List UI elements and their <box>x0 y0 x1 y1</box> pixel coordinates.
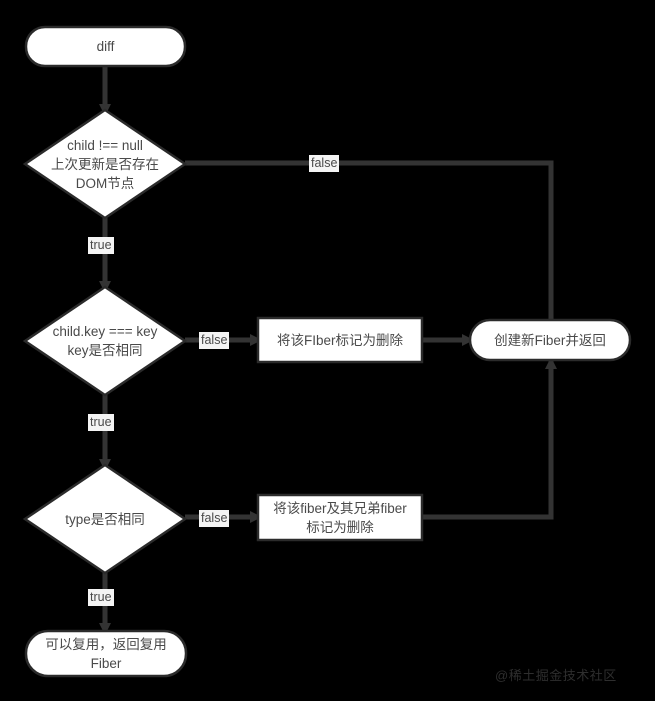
arrowhead-to-create-fiber-left <box>462 334 474 346</box>
node-shape-mark-sibling <box>256 493 424 542</box>
node-shape-check-key <box>22 285 188 397</box>
node-shape-mark-delete <box>256 316 424 364</box>
arrowhead-to-reuse <box>99 623 111 635</box>
edge-label-check-key-true: true <box>88 414 114 431</box>
watermark: @稀土掘金技术社区 <box>495 668 617 683</box>
node-shape-layer <box>22 25 632 678</box>
edge-label-check-child-false: false <box>309 155 340 172</box>
edge-label-check-child-true: true <box>88 237 114 254</box>
node-shape-reuse <box>24 629 188 678</box>
edge-check-child-false-to-create-fiber <box>185 160 554 320</box>
node-shape-create-fiber <box>468 318 632 362</box>
arrowheads <box>99 104 557 635</box>
node-shape-start <box>24 25 187 68</box>
arrowhead-to-mark-delete <box>250 334 262 346</box>
edge-label-check-type-false: false <box>199 510 230 527</box>
edge-label-check-key-false: false <box>199 332 230 349</box>
edge-label-check-type-true: true <box>88 589 114 606</box>
node-shape-check-type <box>22 463 188 575</box>
arrowhead-to-mark-sibling <box>250 511 262 523</box>
node-shape-check-child <box>22 108 188 220</box>
edge-mark-sibling-to-create-fiber <box>422 361 554 520</box>
arrowhead-to-create-fiber-bottom <box>545 357 557 369</box>
